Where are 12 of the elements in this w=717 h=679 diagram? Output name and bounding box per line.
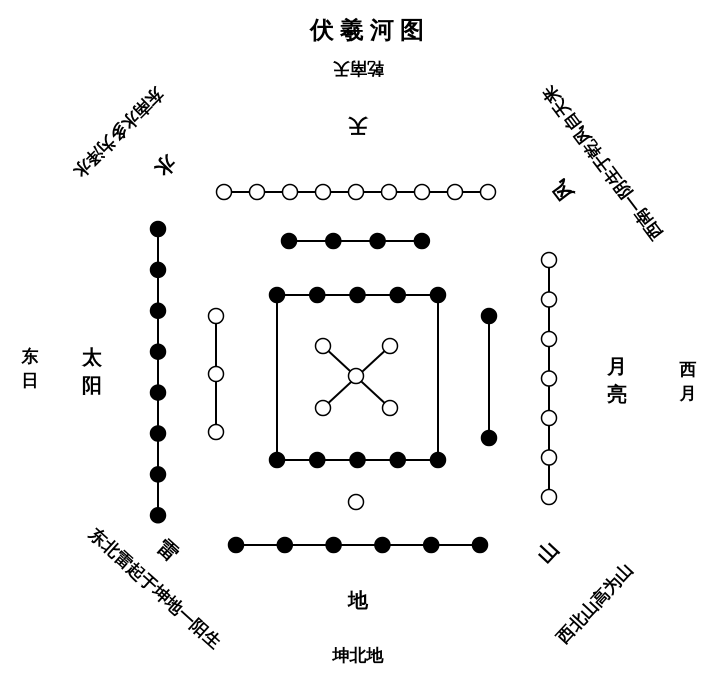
direction-note: 乾南天 (332, 56, 384, 80)
trigram-name: 水 (148, 148, 182, 182)
direction-note: 坤北地 (332, 644, 384, 666)
trigram-name: 地 (348, 586, 368, 614)
diagram-title: 伏羲河图 (310, 14, 430, 46)
direction-note: 西月 (680, 359, 696, 406)
direction-note: 东日 (22, 346, 38, 393)
trigram-name: 雷 (152, 533, 184, 567)
trigram-name: 月亮 (607, 353, 627, 408)
trigram-name: 太阳 (82, 344, 102, 399)
trigram-name: 天 (348, 112, 368, 138)
trigram-name: 风 (546, 174, 580, 206)
